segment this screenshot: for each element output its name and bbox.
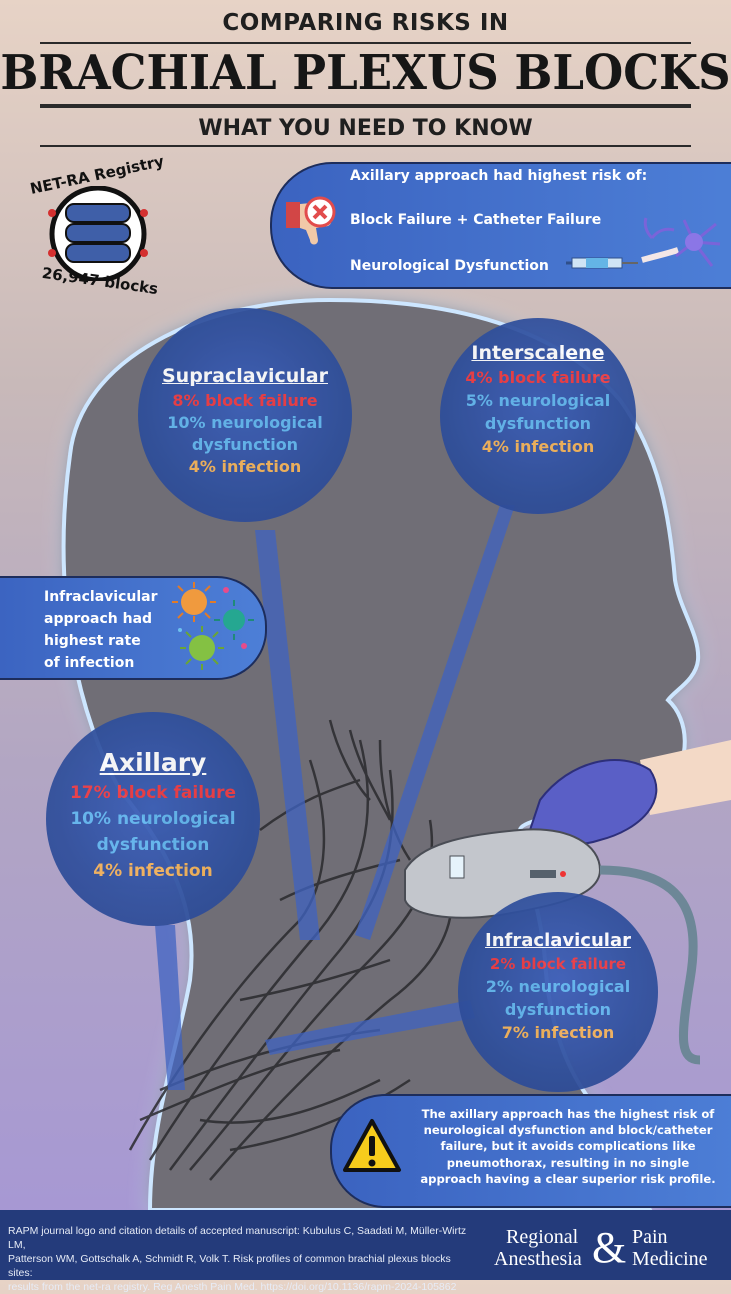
supraclavicular-neuro2: dysfunction [191,435,299,454]
page-title: BRACHIAL PLEXUS BLOCKS [0,44,731,101]
interscalene-block: 4% block failure [465,368,611,387]
interscalene-title: Interscalene [471,342,605,364]
citation-line2: Patterson WM, Gottschalk A, Schmidt R, V… [8,1253,451,1279]
infection-note-line4: of infection [44,655,135,671]
supraclavicular-infection: 4% infection [188,457,302,476]
journal-word-anesthesia: Anesthesia [494,1248,582,1270]
journal-word-pain: Pain [632,1226,668,1248]
axillary-risk-heading: Axillary approach had highest risk of: [350,168,648,184]
header-rule-bottom [40,145,691,147]
journal-word-medicine: Medicine [632,1248,708,1270]
conclusion-line4: pneumothorax, resulting in no single [446,1155,690,1170]
axillary-risk-line1: Block Failure + Catheter Failure [350,212,602,228]
header-subtitle: WHAT YOU NEED TO KNOW [198,116,533,141]
infraclavicular-neuro2: dysfunction [504,1000,612,1019]
infection-note-text: Infraclavicular approach had highest rat… [44,586,194,674]
axillary-title: Axillary [99,748,207,777]
ultrasound-probe-illustration [404,740,731,1065]
axillary-risk-line2: Neurological Dysfunction [350,258,549,274]
conclusion-line3: failure, but it avoids complications lik… [440,1139,696,1154]
infraclavicular-infection: 7% infection [501,1023,615,1042]
infection-note-line3: highest rate [44,633,141,649]
conclusion-line1: The axillary approach has the highest ri… [421,1107,715,1121]
interscalene-neuro2: dysfunction [484,414,592,433]
journal-ampersand: & [592,1223,627,1272]
thumbs-down-icon [286,196,336,245]
citation-line1: RAPM journal logo and citation details o… [8,1225,467,1251]
infraclavicular-block: 2% block failure [489,955,627,973]
conclusion-line2: neurological dysfunction and block/cathe… [423,1123,713,1138]
header-rule-top [40,42,691,44]
virus-icon [172,582,254,670]
database-icon [48,186,148,281]
infection-note-line1: Infraclavicular [44,589,158,605]
supraclavicular-bubble: Supraclavicular 8% block failure 10% neu… [138,308,352,522]
journal-word-regional: Regional [506,1226,579,1248]
interscalene-infection: 4% infection [481,437,595,456]
infraclavicular-neuro1: 2% neurological [485,977,631,996]
conclusion-panel [330,1094,731,1208]
citation-text: RAPM journal logo and citation details o… [8,1224,478,1294]
supraclavicular-block: 8% block failure [172,391,318,410]
conclusion-text: The axillary approach has the highest ri… [408,1106,728,1187]
citation-line3: results from the net-ra registry. Reg An… [8,1281,457,1293]
interscalene-bubble: Interscalene 4% block failure 5% neurolo… [440,318,636,514]
axillary-neuro2: dysfunction [96,835,210,855]
supraclavicular-title: Supraclavicular [162,365,328,387]
infraclavicular-bubble: Infraclavicular 2% block failure 2% neur… [458,892,658,1092]
footer-bar [0,1210,731,1280]
warning-icon [343,1119,401,1172]
axillary-bubble: Axillary 17% block failure 10% neurologi… [46,712,260,926]
infection-note-panel [0,576,267,680]
neuron-syringe-icon [566,217,721,269]
axillary-block: 17% block failure [69,783,237,803]
supraclavicular-neuro1: 10% neurological [167,413,323,432]
axillary-risk-panel [270,162,731,289]
axillary-infection: 4% infection [93,861,213,881]
conclusion-line5: approach having a clear superior risk pr… [420,1171,716,1186]
infection-note-line2: approach had [44,611,153,627]
header-rule-middle [40,104,691,108]
infraclavicular-title: Infraclavicular [485,930,631,951]
interscalene-neuro1: 5% neurological [465,391,611,410]
axillary-neuro1: 10% neurological [70,809,236,829]
journal-logo: Regional Anesthesia & Pain Medicine [490,1220,730,1276]
header-small-title: COMPARING RISKS IN [222,10,509,36]
